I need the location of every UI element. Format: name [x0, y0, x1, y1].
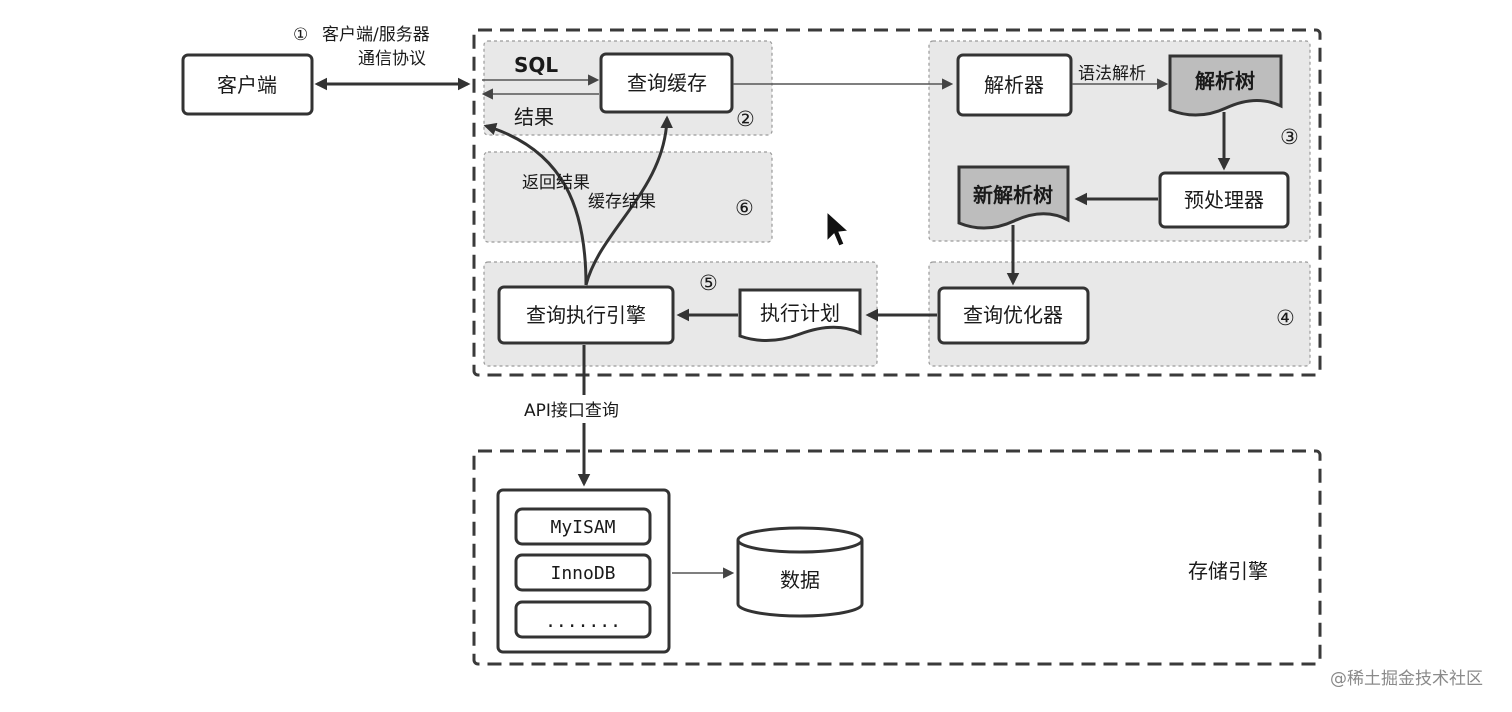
parser-box: [956, 53, 1073, 117]
return-step-number: ⑥: [735, 196, 754, 220]
syntax-parse-label: 语法解析: [1078, 64, 1146, 84]
cache-result-arrow: [584, 115, 674, 286]
execution-plan-doc: [738, 288, 862, 342]
api-query-label: API接口查询: [524, 401, 619, 421]
executor-step-number: ⑤: [699, 271, 718, 295]
parser-label: 解析器: [984, 73, 1044, 97]
sql-label: SQL: [514, 53, 558, 77]
execution-engine-label: 查询执行引擎: [526, 303, 646, 327]
storage-engine-container: [472, 449, 1322, 666]
watermark: @稀土掘金技术社区: [1330, 669, 1483, 689]
query-cache-label: 查询缓存: [627, 71, 707, 95]
protocol-line1: 客户端/服务器: [322, 25, 430, 45]
optimizer-box: [937, 286, 1090, 345]
mouse-cursor-icon: [826, 210, 850, 247]
api-label-bg: [520, 395, 660, 423]
storage-engine-label: 存储引擎: [1188, 559, 1268, 583]
return-result-arrow: [483, 122, 588, 286]
cache-step-number: ②: [736, 107, 755, 131]
parse-step-number: ③: [1280, 125, 1299, 149]
data-cylinder: [736, 526, 864, 618]
parse-tree-label: 解析树: [1195, 69, 1255, 93]
cache-result-label: 缓存结果: [588, 192, 656, 212]
query-cache-box: [599, 52, 734, 114]
engine-label-innodb: InnoDB: [550, 563, 615, 584]
protocol-number: ①: [293, 25, 308, 45]
return-result-label: 返回结果: [522, 173, 590, 193]
optimizer-label: 查询优化器: [963, 303, 1063, 327]
engine-label-more: .......: [545, 611, 621, 632]
client-box: [181, 53, 314, 116]
parse-tree-doc: [1168, 54, 1283, 117]
engine-label-myisam: MyISAM: [550, 517, 615, 538]
data-label: 数据: [780, 568, 820, 592]
result-label: 结果: [514, 105, 554, 129]
execution-plan-label: 执行计划: [760, 301, 840, 325]
engine-item-myisam: [514, 507, 652, 546]
new-parse-tree-doc: [957, 165, 1070, 230]
engine-item-innodb: [514, 553, 652, 592]
new-parse-tree-label: 新解析树: [973, 183, 1053, 207]
optimizer-step-number: ④: [1276, 306, 1295, 330]
engine-item-more: [514, 600, 652, 639]
preprocessor-box: [1158, 171, 1290, 229]
client-label: 客户端: [217, 73, 277, 97]
protocol-line2: 通信协议: [358, 49, 426, 69]
preprocessor-label: 预处理器: [1184, 188, 1264, 212]
server-container: [472, 28, 1322, 377]
execution-engine-box: [497, 285, 675, 345]
return-panel: [483, 151, 773, 243]
